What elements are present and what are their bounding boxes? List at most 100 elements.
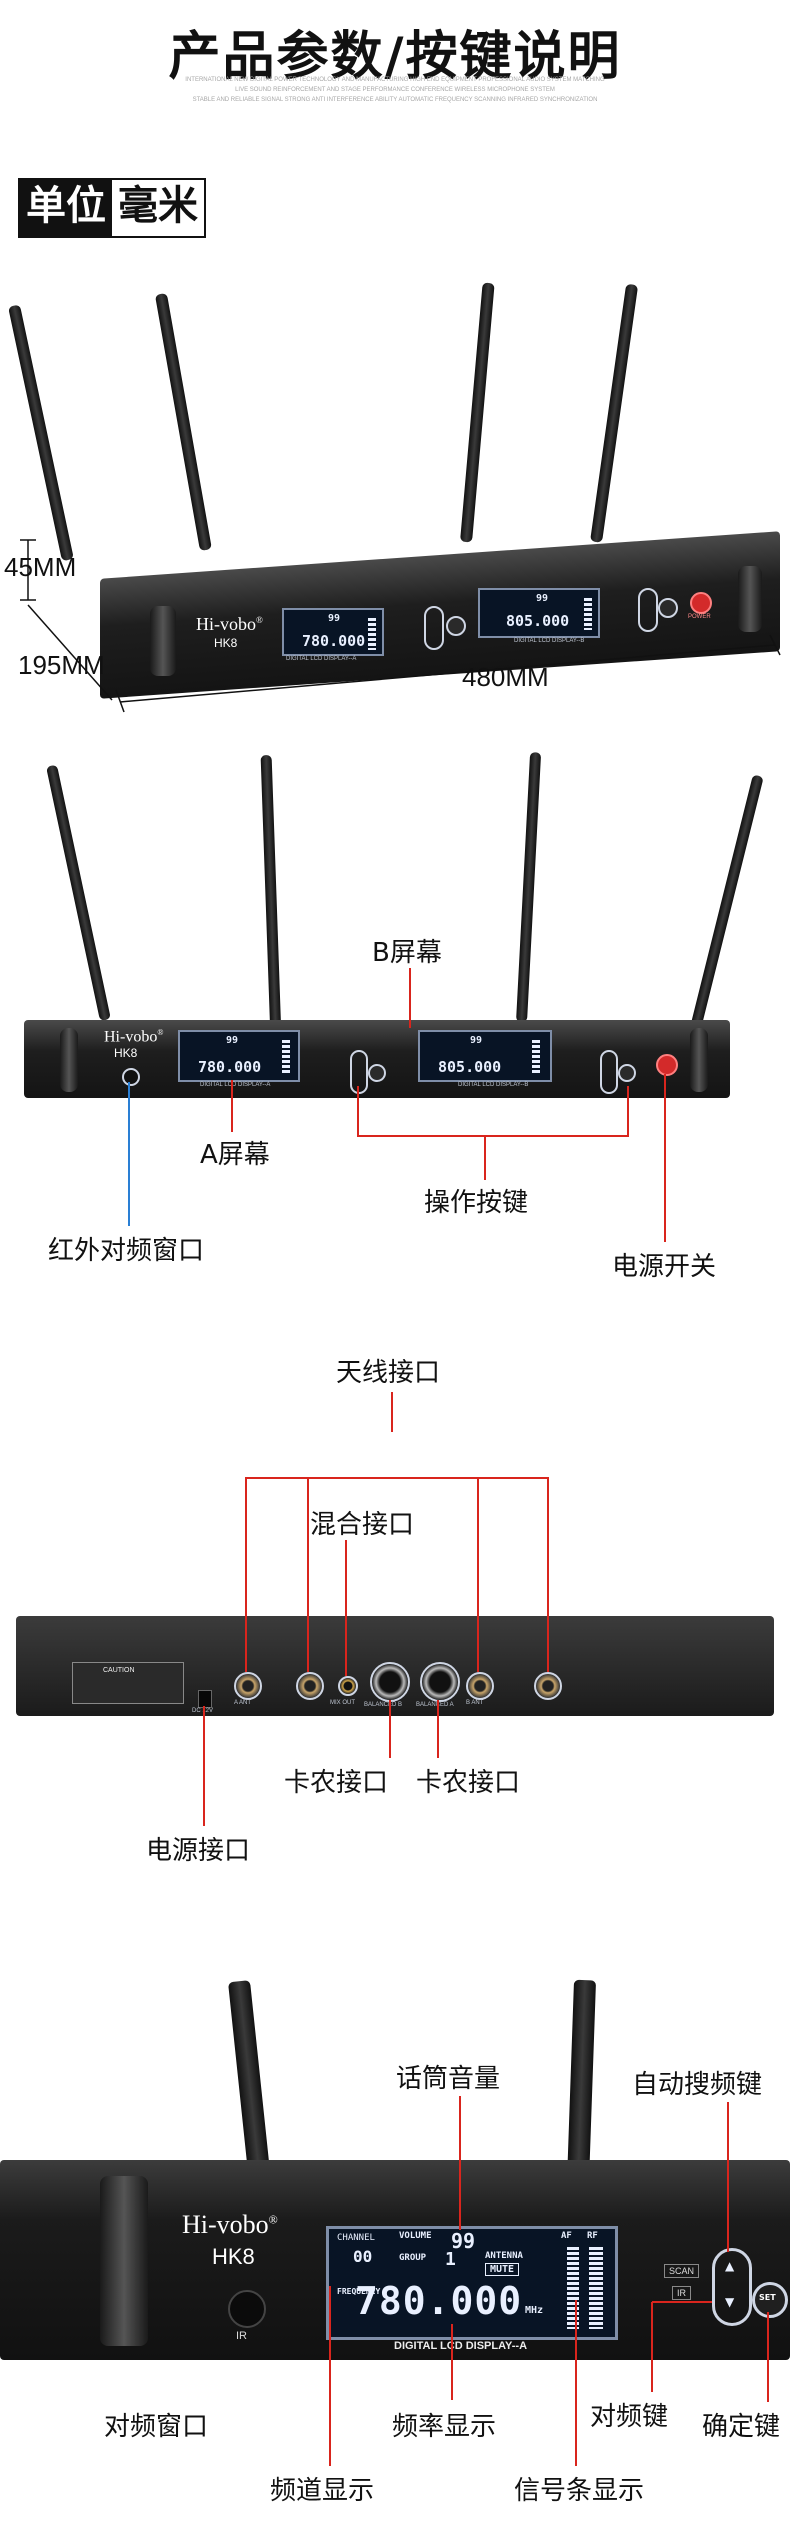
- bal-b-label: BALANCED B: [364, 1702, 403, 1708]
- rack-ear-right: [738, 566, 762, 632]
- antenna-1: [46, 764, 111, 1022]
- caution-label: CAUTION: [103, 1667, 135, 1674]
- scan-button[interactable]: [638, 588, 658, 632]
- scan-label: SCAN: [664, 2264, 700, 2278]
- channel-tag: CHANNEL: [337, 2233, 375, 2243]
- unit-badge-dark: 单位: [20, 180, 112, 236]
- title-subtitle-line-3: STABLE AND RELIABLE SIGNAL STRONG ANTI I…: [192, 97, 598, 103]
- caution-sticker: CAUTION: [72, 1662, 184, 1704]
- set-button[interactable]: [446, 616, 466, 636]
- set-button[interactable]: SET: [752, 2282, 788, 2318]
- page-title: 产品参数/按键说明: [168, 27, 622, 87]
- channel-readout: 00: [353, 2247, 373, 2266]
- label-screen-a: A屏幕: [200, 1140, 270, 1170]
- arrow-up-icon: ▲: [725, 2259, 735, 2273]
- label-power-port: 电源接口: [146, 1836, 251, 1866]
- volume-readout: 99: [226, 1035, 239, 1046]
- antenna-3: [516, 752, 542, 1023]
- dc-jack: [198, 1690, 212, 1708]
- label-ir-window: 红外对频窗口: [48, 1236, 205, 1266]
- rear-red-lines: [203, 1392, 549, 1826]
- power-tag: POWER: [688, 614, 711, 620]
- label-screen-b: B屏幕: [372, 938, 442, 968]
- lcd-screen-a-detail: CHANNEL VOLUME 99 00 GROUP 1 ANTENNA MUT…: [326, 2226, 618, 2340]
- set-button[interactable]: [618, 1064, 636, 1082]
- mhz-unit: MHz: [525, 2305, 544, 2316]
- scan-button[interactable]: [600, 1050, 618, 1094]
- label-operation-buttons: 操作按键: [424, 1188, 529, 1218]
- volume-readout: 99: [451, 2229, 476, 2253]
- ant-b-label: B ANT: [466, 1700, 484, 1706]
- model-label: HK8: [212, 2244, 255, 2269]
- mute-indicator: MUTE: [485, 2263, 520, 2276]
- label-xlr-port-1: 卡农接口: [284, 1768, 389, 1798]
- ir-window: [122, 1068, 140, 1086]
- label-auto-scan-key: 自动搜频键: [632, 2070, 763, 2100]
- mix-out-jack: [338, 1676, 358, 1696]
- model-label: HK8: [214, 636, 238, 650]
- label-signal-bar-display: 信号条显示: [514, 2476, 645, 2506]
- bal-a-label: BALANCED A: [416, 1702, 454, 1708]
- antenna-2: [154, 292, 212, 552]
- signal-bars: [282, 1040, 290, 1074]
- antenna-indicator: ANTENNA: [485, 2251, 523, 2261]
- antenna-4: [690, 774, 764, 1030]
- rf-label: RF: [587, 2231, 598, 2241]
- power-button[interactable]: [690, 592, 712, 614]
- label-channel-display: 频道显示: [270, 2476, 375, 2506]
- lcd-screen-b: 805.000 99: [478, 588, 600, 638]
- label-power-switch: 电源开关: [612, 1252, 717, 1282]
- antenna-port-a2: [296, 1672, 324, 1700]
- antenna-3: [460, 282, 495, 543]
- antenna-2: [260, 754, 281, 1026]
- label-confirm-key: 确定键: [702, 2412, 781, 2442]
- dc-label: DC 12V: [192, 1708, 214, 1714]
- antenna-port-a: [234, 1672, 262, 1700]
- group-readout: 1: [445, 2249, 456, 2270]
- title-subtitle-line-2: LIVE SOUND REINFORCEMENT AND STAGE PERFO…: [235, 87, 555, 93]
- model-label: HK8: [114, 1046, 138, 1060]
- scan-updown-button[interactable]: ▲ ▼: [712, 2248, 752, 2326]
- label-pair-key: 对频键: [590, 2402, 669, 2432]
- lcd-a-caption: DIGITAL LCD DISPLAY--A: [200, 1082, 271, 1088]
- frequency-readout: 805.000: [506, 612, 570, 630]
- lcd-screen-a: 780.000 99: [178, 1030, 300, 1082]
- power-button[interactable]: [656, 1054, 678, 1076]
- brand-logo: Hi-vobo®: [104, 1028, 164, 1046]
- label-antenna-port: 天线接口: [336, 1358, 441, 1388]
- xlr-port-a: [420, 1662, 460, 1702]
- label-mix-port: 混合接口: [310, 1510, 415, 1540]
- brand-logo: Hi-vobo®: [182, 2210, 278, 2239]
- dimension-height: 45MM: [4, 552, 77, 582]
- lcd-screen-b: 805.000 99: [418, 1030, 552, 1082]
- mix-out-label: MIX OUT: [330, 1700, 355, 1706]
- ant-a-label: A ANT: [234, 1700, 252, 1706]
- rack-ear-right: [690, 1028, 708, 1092]
- antenna-1: [8, 304, 74, 562]
- lcd-b-caption: DIGITAL LCD DISPLAY--B: [458, 1082, 529, 1088]
- group-tag: GROUP: [399, 2253, 427, 2263]
- title-subtitle-line-1: INTERNATIONAL NEW DIGITAL POWER TECHNOLO…: [185, 77, 605, 83]
- volume-readout: 99: [328, 613, 341, 624]
- ir-window-label: IR: [236, 2330, 247, 2342]
- signal-bars: [532, 1040, 540, 1074]
- rack-ear-left: [150, 606, 176, 676]
- scan-button[interactable]: [424, 606, 444, 650]
- brand-logo: Hi-vobo®: [196, 614, 263, 634]
- ir-label: IR: [672, 2286, 691, 2300]
- dimension-width: 480MM: [462, 662, 549, 692]
- ir-pair-window: [228, 2290, 266, 2328]
- label-pair-window: 对频窗口: [104, 2412, 209, 2442]
- signal-bars: [368, 618, 376, 650]
- lcd-b-caption: DIGITAL LCD DISPLAY--B: [514, 638, 585, 644]
- dimension-depth: 195MM: [18, 650, 105, 680]
- xlr-port-b: [370, 1662, 410, 1702]
- frequency-readout: 780.000: [355, 2279, 523, 2323]
- set-button[interactable]: [368, 1064, 386, 1082]
- rack-ear-left: [60, 1028, 78, 1092]
- scan-button[interactable]: [350, 1050, 368, 1094]
- volume-tag: VOLUME: [399, 2231, 432, 2241]
- set-button[interactable]: [658, 598, 678, 618]
- unit-badge-light: 毫米: [112, 180, 204, 236]
- label-xlr-port-2: 卡农接口: [416, 1768, 521, 1798]
